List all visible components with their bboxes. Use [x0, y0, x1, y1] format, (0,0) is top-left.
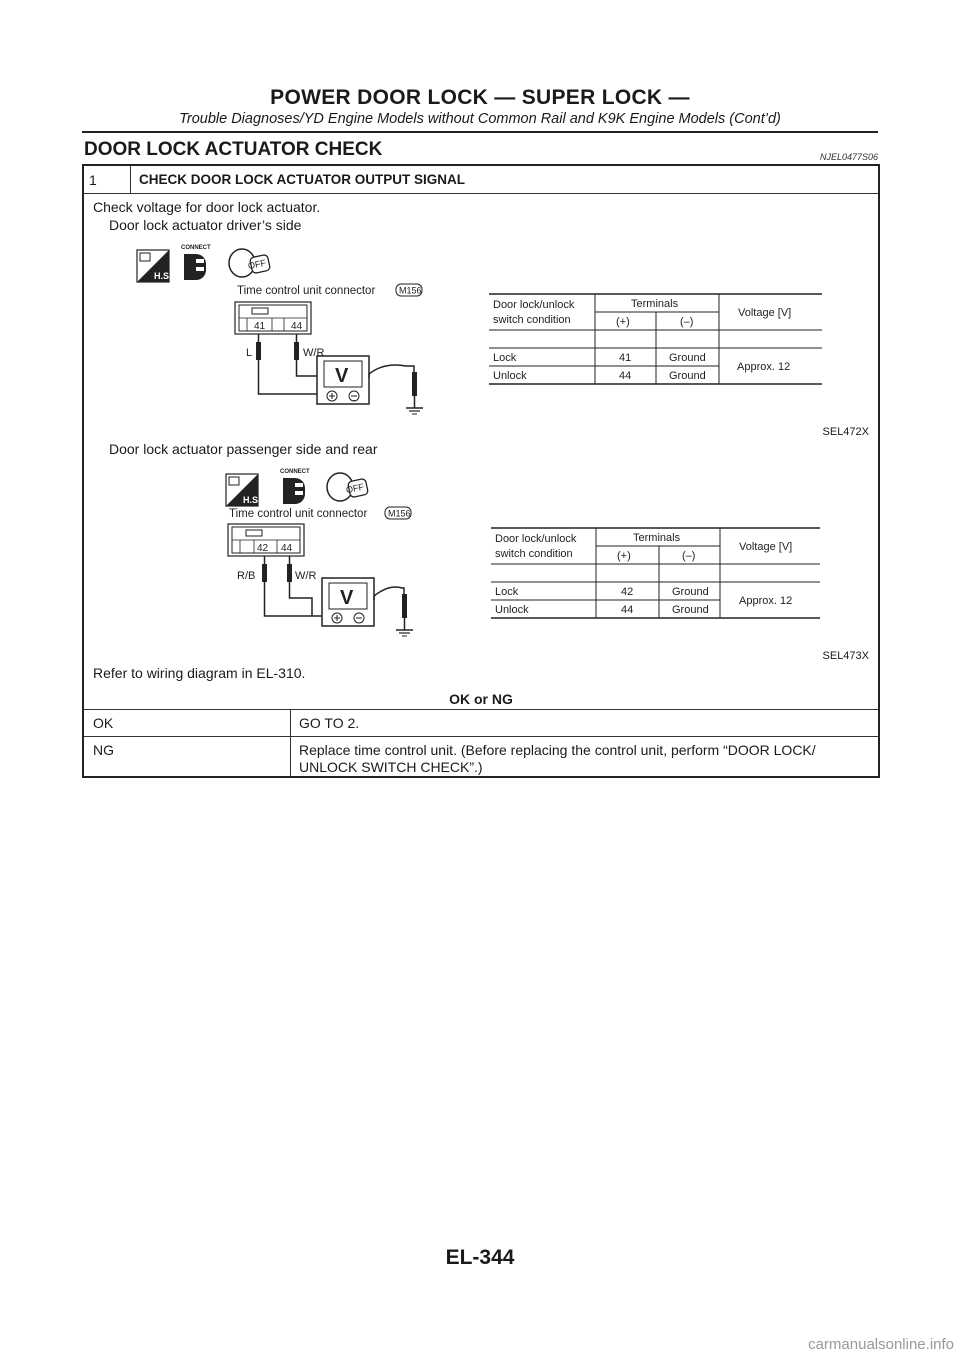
th-minus: (–): [682, 550, 695, 562]
row-lock-minus: Ground: [672, 586, 709, 598]
pin-2: 44: [281, 543, 293, 554]
off-label: OFF: [247, 258, 267, 272]
off-label: OFF: [345, 482, 365, 496]
connect-label: CONNECT: [181, 245, 211, 251]
row-unlock-condition: Unlock: [495, 604, 529, 616]
th-terminals: Terminals: [633, 532, 681, 544]
meter-label: V: [340, 587, 354, 609]
step-intro: Check voltage for door lock actuator.: [93, 199, 321, 215]
wire-2: W/R: [295, 570, 316, 582]
step-number: 1: [84, 166, 131, 193]
connect-icon: CONNECT: [280, 469, 310, 504]
connector-m156: 42 44: [227, 523, 305, 557]
connect-icon: CONNECT: [181, 245, 211, 280]
connector-id: M156: [388, 509, 411, 519]
result-divider: [84, 736, 878, 737]
connector-m156: 41 44: [234, 301, 312, 335]
wire-1: R/B: [237, 570, 255, 582]
row-unlock-plus: 44: [619, 370, 631, 382]
watermark: carmanualsonline.info: [808, 1336, 954, 1353]
hs-icon: H.S.: [136, 249, 172, 283]
driver-side-label: Door lock actuator driver’s side: [109, 217, 302, 233]
voltage-table-driver: Door lock/unlock switch condition Termin…: [489, 293, 822, 385]
row-lock-condition: Lock: [493, 352, 517, 364]
pin-2: 44: [291, 321, 303, 332]
voltage-table-passenger: Door lock/unlock switch condition Termin…: [491, 527, 820, 619]
row-lock-plus: 41: [619, 352, 631, 364]
result-ok-status: OK: [93, 715, 114, 731]
figure-code: SEL472X: [822, 426, 869, 438]
ignition-off-icon: OFF: [326, 472, 369, 502]
connect-label: CONNECT: [280, 469, 310, 475]
ignition-off-icon: OFF: [228, 248, 271, 278]
connector-id: M156: [399, 286, 422, 296]
figure-driver-side: H.S. CONNECT OFF Time control unit conne…: [136, 245, 822, 415]
row-unlock-plus: 44: [621, 604, 633, 616]
row-lock-plus: 42: [621, 586, 633, 598]
hs-icon: H.S.: [225, 473, 261, 507]
connector-label: Time control unit connector: [237, 285, 375, 297]
page-title: POWER DOOR LOCK — SUPER LOCK —: [270, 86, 690, 109]
th-minus: (–): [680, 316, 693, 328]
refer-text: Refer to wiring diagram in EL-310.: [93, 665, 306, 681]
th-condition: Door lock/unlock switch condition: [495, 533, 579, 560]
result-col-divider: [290, 709, 291, 776]
th-terminals: Terminals: [631, 298, 679, 310]
hs-label: H.S.: [154, 271, 172, 281]
hs-label: H.S.: [243, 495, 261, 505]
step-header: 1 CHECK DOOR LOCK ACTUATOR OUTPUT SIGNAL: [84, 166, 878, 194]
section-code: NJEL0477S06: [819, 152, 878, 162]
section-title: DOOR LOCK ACTUATOR CHECK: [84, 139, 383, 160]
th-voltage: Voltage [V]: [739, 541, 792, 553]
figure-code: SEL473X: [822, 650, 869, 662]
row-unlock-condition: Unlock: [493, 370, 527, 382]
meter-label: V: [335, 365, 349, 387]
row-unlock-minus: Ground: [672, 604, 709, 616]
ground-icon: [396, 618, 413, 637]
row-lock-minus: Ground: [669, 352, 706, 364]
page-subtitle: Trouble Diagnoses/YD Engine Models witho…: [179, 111, 781, 127]
th-voltage: Voltage [V]: [738, 307, 791, 319]
voltmeter-icon: V: [316, 355, 370, 405]
pin-1: 42: [257, 543, 269, 554]
page-number: EL-344: [445, 1246, 515, 1269]
step-box: 1 CHECK DOOR LOCK ACTUATOR OUTPUT SIGNAL…: [82, 164, 880, 778]
header-rule: [82, 131, 878, 133]
result-ng-action-line1: Replace time control unit. (Before repla…: [299, 742, 816, 758]
step-title: CHECK DOOR LOCK ACTUATOR OUTPUT SIGNAL: [139, 172, 465, 187]
result-divider: [84, 709, 878, 710]
th-plus: (+): [616, 316, 630, 328]
pin-1: 41: [254, 321, 266, 332]
connector-label: Time control unit connector: [229, 508, 367, 520]
th-condition: Door lock/unlock switch condition: [493, 299, 577, 326]
ok-ng-label: OK or NG: [449, 691, 513, 707]
result-ok-action: GO TO 2.: [299, 715, 360, 731]
wire-1: L: [246, 347, 252, 359]
result-ng-status: NG: [93, 742, 114, 758]
row-unlock-minus: Ground: [669, 370, 706, 382]
row-lock-condition: Lock: [495, 586, 519, 598]
voltmeter-icon: V: [321, 577, 375, 627]
voltage-value: Approx. 12: [739, 595, 792, 607]
figure-passenger-side: H.S. CONNECT OFF Time control unit conne…: [225, 469, 820, 637]
result-ng-action-line2: UNLOCK SWITCH CHECK”.): [299, 759, 483, 775]
th-plus: (+): [617, 550, 631, 562]
voltage-value: Approx. 12: [737, 361, 790, 373]
ground-icon: [406, 396, 423, 415]
passenger-side-label: Door lock actuator passenger side and re…: [109, 441, 378, 457]
